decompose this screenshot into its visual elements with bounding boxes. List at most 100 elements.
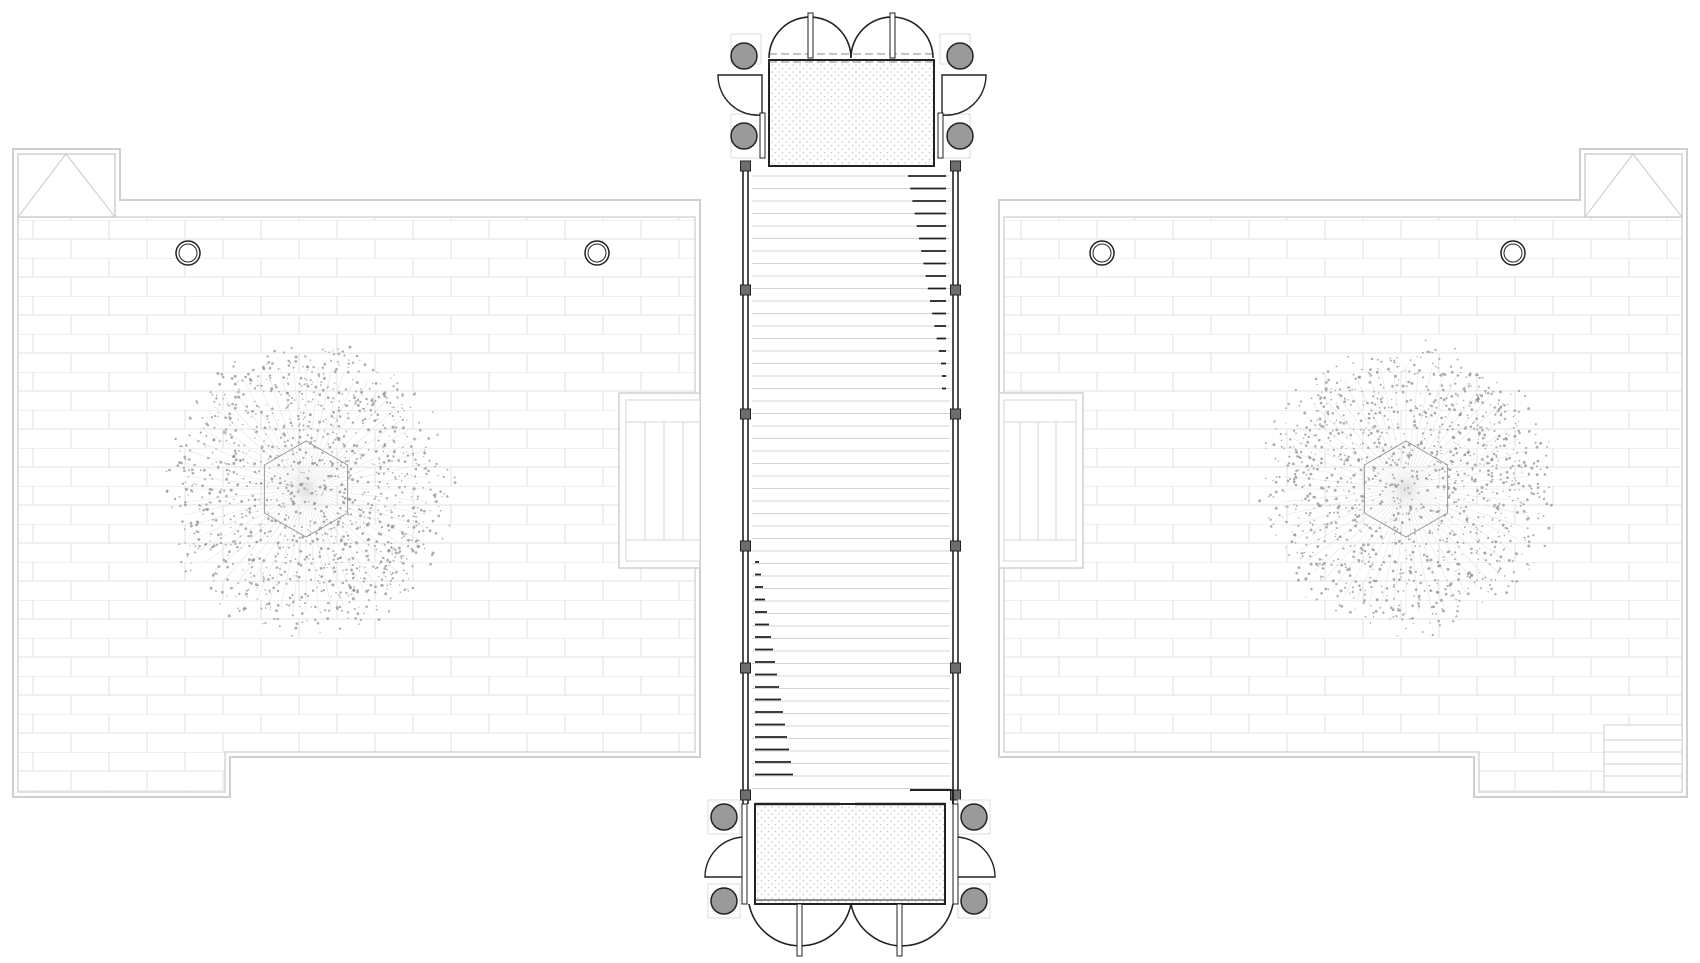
leaf: [1360, 530, 1362, 533]
leaf: [291, 424, 293, 427]
leaf: [196, 521, 200, 524]
leaf: [333, 570, 337, 573]
leaf: [215, 590, 217, 593]
leaf: [1414, 545, 1417, 548]
leaf: [1352, 586, 1354, 589]
leaf: [331, 488, 334, 491]
leaf: [388, 529, 391, 532]
leaf: [1379, 502, 1382, 505]
leaf: [347, 417, 350, 420]
leaf: [343, 491, 346, 495]
leaf: [1522, 510, 1526, 513]
leaf: [1449, 384, 1452, 387]
door-south-west[interactable]: [704, 836, 746, 878]
leaf: [1466, 572, 1470, 576]
leaf: [1416, 477, 1419, 480]
door-north-west[interactable]: [717, 74, 763, 116]
leaf: [332, 566, 336, 569]
leaf: [1280, 445, 1283, 448]
tree-ray: [1405, 366, 1420, 490]
leaf: [1483, 551, 1487, 555]
leaf: [1354, 513, 1357, 516]
leaf: [1409, 409, 1413, 413]
leaf: [253, 428, 255, 431]
drain-right-1: [1089, 240, 1115, 266]
leaf: [1339, 454, 1341, 456]
leaf: [184, 481, 187, 484]
leaf: [1366, 524, 1369, 527]
leaf: [1443, 559, 1445, 561]
leaf: [279, 568, 281, 570]
leaf: [283, 434, 287, 437]
leaf: [228, 550, 231, 554]
leaf: [335, 467, 339, 471]
leaf: [341, 500, 345, 504]
door-north-east[interactable]: [941, 74, 987, 116]
leaf: [378, 520, 382, 524]
leaf: [1362, 404, 1365, 406]
leaf: [291, 453, 295, 456]
leaf: [293, 575, 295, 577]
leaf: [1370, 409, 1373, 412]
leaf: [1431, 571, 1434, 574]
leaf: [226, 403, 229, 406]
leaf: [411, 452, 414, 455]
leaf: [1473, 427, 1476, 430]
leaf: [1433, 445, 1436, 448]
leaf: [1372, 616, 1375, 618]
leaf: [296, 414, 300, 418]
leaf: [1327, 378, 1330, 382]
leaf: [345, 450, 348, 453]
leaf: [393, 419, 395, 421]
leaf: [1284, 433, 1287, 436]
leaf: [375, 471, 378, 474]
leaf: [1516, 425, 1518, 427]
leaf: [1477, 439, 1479, 441]
leaf: [1497, 531, 1499, 533]
leaf: [1468, 404, 1471, 407]
tree-ray: [1405, 488, 1519, 540]
leaf: [1385, 599, 1388, 602]
leaf: [1339, 394, 1343, 398]
leaf: [1497, 434, 1501, 438]
leaf: [1354, 473, 1357, 476]
leaf: [365, 555, 368, 557]
leaf: [1400, 500, 1402, 502]
leaf: [321, 493, 323, 496]
leaf: [285, 582, 288, 585]
leaf: [1457, 562, 1461, 566]
leaf: [385, 396, 388, 399]
leaf: [253, 470, 257, 474]
leaf: [1281, 489, 1284, 492]
leaf: [391, 526, 394, 529]
leaf: [1405, 399, 1409, 403]
leaf: [1401, 384, 1405, 388]
leaf: [1352, 400, 1355, 403]
leaf: [1494, 593, 1497, 596]
leaf: [1435, 601, 1438, 605]
leaf: [1313, 531, 1316, 534]
leaf: [341, 495, 344, 498]
leaf: [1325, 389, 1328, 392]
leaf: [403, 460, 407, 463]
leaf: [377, 418, 379, 420]
railing-post: [950, 408, 961, 420]
leaf: [1524, 464, 1527, 468]
tree-ray: [305, 488, 320, 612]
leaf: [1361, 499, 1364, 503]
leaf: [1345, 448, 1347, 450]
leaf: [265, 404, 267, 406]
leaf: [1418, 594, 1421, 597]
leaf: [178, 543, 181, 546]
leaf: [290, 465, 293, 467]
leaf: [1522, 485, 1525, 488]
leaf: [1431, 612, 1434, 615]
leaf: [301, 621, 304, 624]
door-south-east[interactable]: [954, 836, 996, 878]
leaf: [282, 546, 285, 548]
leaf: [1417, 596, 1420, 599]
paved-terrace-right: [998, 148, 1688, 798]
leaf: [1325, 381, 1328, 384]
leaf: [1267, 495, 1270, 498]
leaf: [376, 413, 380, 417]
